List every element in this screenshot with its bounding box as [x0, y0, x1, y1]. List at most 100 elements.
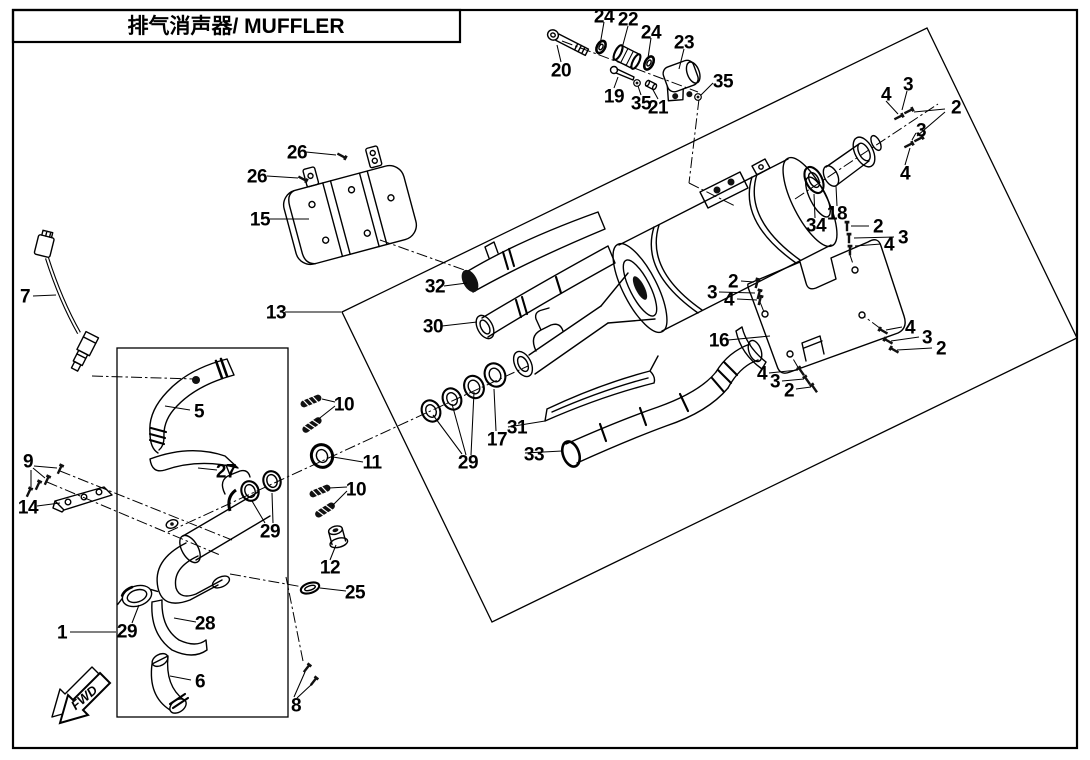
part-callout-4: 4: [724, 290, 735, 311]
part-7-oxygen-sensor: [33, 229, 100, 372]
part-callout-4: 4: [884, 235, 895, 256]
subassembly-box-part1: [116, 347, 289, 718]
part-callout-3: 3: [903, 75, 913, 96]
part-callout-32: 32: [425, 277, 445, 298]
part-29-clamp: [116, 584, 159, 608]
page-title: 排气消声器/ MUFFLER: [128, 14, 345, 38]
part-callout-14: 14: [18, 498, 39, 519]
leader-lines: [30, 21, 946, 699]
part-callout-24: 24: [594, 7, 615, 28]
part-callout-12: 12: [320, 558, 340, 579]
part-callout-4: 4: [905, 318, 916, 339]
part-30-front-pipe: [475, 245, 616, 340]
part-callout-35: 35: [631, 94, 652, 115]
alignment-dash-lines: [46, 40, 939, 662]
part-callout-17: 17: [487, 430, 507, 451]
part-callout-3: 3: [707, 283, 717, 304]
part-24-washer: [595, 39, 607, 55]
part-callout-26: 26: [247, 167, 267, 188]
part-callout-34: 34: [806, 216, 827, 237]
part-35-nut: [694, 93, 702, 101]
part-15-muffler-shield-cover: [282, 145, 418, 266]
part-10-spring: [312, 500, 338, 520]
part-11-seal-ring: [309, 443, 335, 469]
part-callout-8: 8: [291, 696, 301, 717]
part-callout-3: 3: [922, 328, 932, 349]
part-callout-5: 5: [194, 402, 205, 423]
part-callout-26: 26: [287, 143, 307, 164]
bolt-9: [55, 463, 65, 475]
page-border: [11, 8, 1079, 750]
part-28-pipe-shield-half: [151, 599, 208, 656]
part-callout-15: 15: [250, 210, 271, 231]
part-callout-22: 22: [618, 10, 638, 31]
part-12-bushing: [327, 525, 349, 549]
part-17-seal-ring: [483, 362, 507, 388]
part-35-nut: [633, 79, 641, 87]
part-callout-2: 2: [784, 381, 794, 402]
part-16-heat-shield: [735, 239, 906, 374]
part-callout-33: 33: [524, 445, 544, 466]
part-23-hanger-bracket: [662, 59, 701, 102]
part-callout-10: 10: [334, 395, 354, 416]
part-callout-2: 2: [728, 272, 738, 293]
part-callout-3: 3: [770, 372, 780, 393]
part-callout-21: 21: [648, 98, 669, 119]
part-callout-35: 35: [713, 72, 734, 93]
part-callout-4: 4: [900, 164, 911, 185]
assembly-frame-parallelogram: [341, 27, 1078, 623]
bolt-8: [301, 662, 313, 674]
part-32-front-pipe-shield: [461, 211, 606, 293]
part-callout-30: 30: [423, 317, 443, 338]
part-10-spring: [307, 482, 333, 500]
part-callout-29: 29: [117, 622, 137, 643]
part-27-pipe-shield-half: [149, 449, 239, 472]
part-callout-29: 29: [458, 453, 478, 474]
bolt-9: [24, 486, 34, 498]
part-callout-11: 11: [362, 453, 382, 474]
part-callout-7: 7: [20, 287, 30, 308]
part-callout-3: 3: [898, 228, 908, 249]
part-callout-10: 10: [346, 480, 366, 501]
parts-artwork: [24, 29, 925, 714]
part-callout-25: 25: [345, 583, 366, 604]
part-callout-4: 4: [881, 85, 892, 106]
part-34-gasket: [803, 165, 825, 195]
part-21-spacer: [644, 79, 658, 91]
bolt-9: [33, 479, 43, 491]
muffler-body: [600, 156, 838, 334]
part-callout-19: 19: [604, 87, 624, 108]
title-box: [11, 8, 462, 44]
part-31-pipe-shield: [544, 355, 659, 422]
part-callout-3: 3: [916, 121, 926, 142]
part-callout-16: 16: [709, 331, 729, 352]
part-14-bracket: [52, 486, 113, 513]
bolt-26: [297, 174, 309, 184]
part-callout-2: 2: [936, 339, 946, 360]
part-29-seal-rings-row: [420, 374, 485, 423]
part-10-spring: [298, 392, 324, 410]
part-callout-24: 24: [641, 23, 662, 44]
part-callout-18: 18: [827, 204, 847, 225]
part-callout-20: 20: [551, 61, 571, 82]
part-19-pin: [609, 65, 635, 81]
part-callout-27: 27: [216, 462, 236, 483]
part-callout-23: 23: [674, 33, 694, 54]
part-13-header-pipe: [512, 305, 609, 378]
part-5-inlet-elbow-pipe: [148, 357, 235, 454]
part-callout-4: 4: [757, 364, 768, 385]
part-33-rear-pipe: [560, 339, 763, 468]
part-6-outlet-elbow-pipe: [150, 652, 190, 714]
part-callout-28: 28: [195, 614, 215, 635]
part-callout-1: 1: [57, 623, 68, 644]
part-callout-9: 9: [23, 452, 33, 473]
bolt-26: [336, 151, 348, 161]
part-callout-2: 2: [951, 98, 961, 119]
part-callout-29: 29: [260, 522, 280, 543]
part-29-seal-ring-pair: [240, 470, 282, 502]
part-20-bolt: [546, 29, 590, 57]
part-22-rubber-mount: [612, 44, 642, 70]
